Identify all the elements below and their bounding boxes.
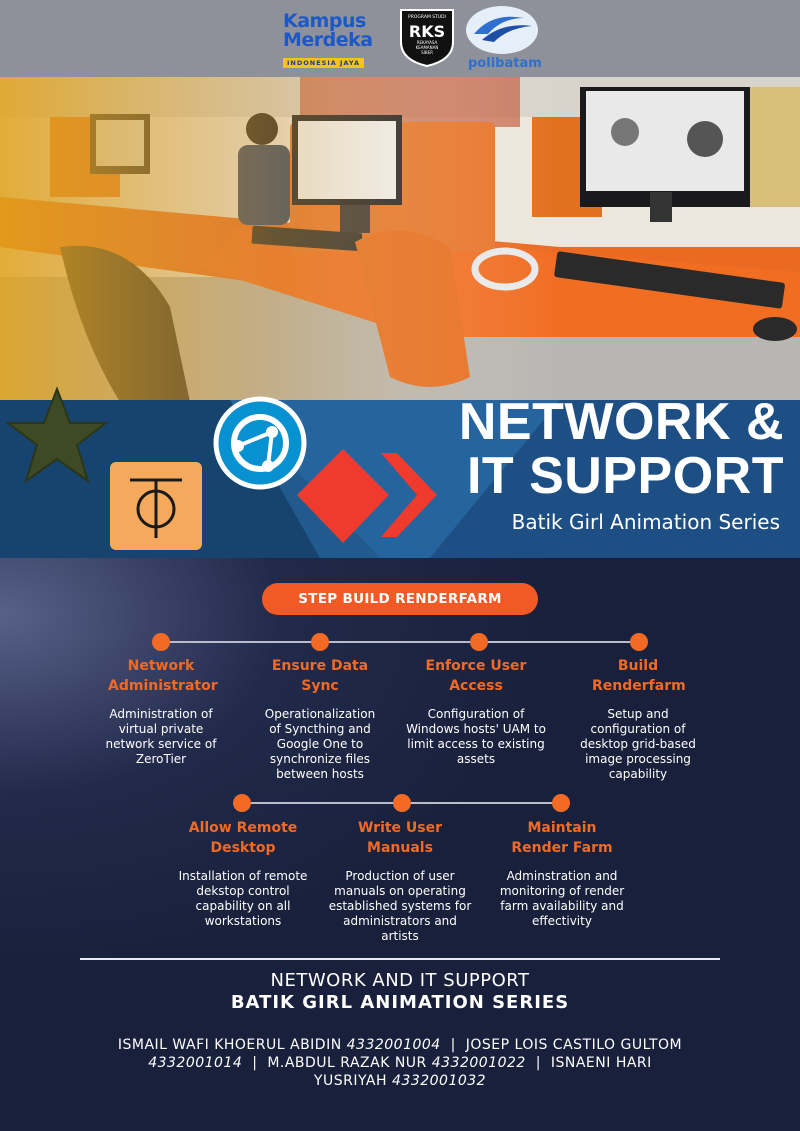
step-maintain-render-farm: Maintain Render Farm Adminstration and m… bbox=[490, 818, 634, 929]
computer-lab-photo bbox=[0, 77, 800, 402]
batam-text: batam bbox=[495, 56, 542, 71]
footer-divider bbox=[80, 958, 720, 960]
footer-series-name: BATIK GIRL ANIMATION SERIES bbox=[230, 992, 570, 1013]
timeline-row1-line bbox=[161, 641, 639, 643]
polibatam-logo: polibatam bbox=[462, 4, 547, 74]
step-enforce-user-access: Enforce User Access Configuration of Win… bbox=[403, 656, 549, 767]
polibatam-emblem-icon bbox=[466, 6, 538, 54]
step-title: Enforce User Access bbox=[425, 658, 527, 694]
rks-program-text: PROGRAM STUDI bbox=[408, 14, 446, 20]
footer-title: NETWORK AND IT SUPPORT bbox=[270, 970, 530, 991]
poster-title: NETWORK & IT SUPPORT bbox=[444, 395, 784, 503]
author-separator: | bbox=[535, 1055, 541, 1071]
step-title: Network Administrator bbox=[108, 658, 218, 694]
author-id: 4332001014 bbox=[148, 1055, 243, 1071]
author-separator: | bbox=[252, 1055, 258, 1071]
step-title: Allow Remote Desktop bbox=[188, 820, 298, 856]
phi-icon bbox=[110, 462, 202, 550]
step-title: Write User Manuals bbox=[357, 820, 443, 856]
step-desc: Setup and configuration of desktop grid-… bbox=[580, 707, 696, 781]
anydesk-icon bbox=[297, 449, 437, 543]
timeline-dot bbox=[233, 794, 251, 812]
author-name: ISMAIL WAFI KHOERUL ABIDIN bbox=[117, 1037, 342, 1053]
timeline-dot bbox=[393, 794, 411, 812]
author-name: JOSEP LOIS CASTILO GULTOM bbox=[465, 1037, 683, 1053]
step-build-renderfarm-pill: STEP BUILD RENDERFARM bbox=[262, 583, 538, 615]
author-id: 4332001032 bbox=[392, 1073, 487, 1089]
kampus-logo-line2: Merdeka bbox=[283, 29, 373, 51]
rks-line2-text: KEAMANAN bbox=[416, 45, 439, 50]
step-allow-remote-desktop: Allow Remote Desktop Installation of rem… bbox=[172, 818, 314, 929]
timeline-dot bbox=[152, 633, 170, 651]
step-desc: Operationalization of Syncthing and Goog… bbox=[264, 707, 376, 781]
timeline-dot bbox=[630, 633, 648, 651]
step-title: Maintain Render Farm bbox=[511, 820, 613, 856]
step-desc: Administration of virtual private networ… bbox=[105, 707, 217, 766]
kampus-logo-tagline: INDONESIA JAYA bbox=[283, 58, 364, 68]
author-separator: | bbox=[450, 1037, 456, 1053]
steps-section-background bbox=[0, 558, 800, 1131]
timeline-dot bbox=[552, 794, 570, 812]
author-name: M.ABDUL RAZAK NUR bbox=[267, 1055, 427, 1071]
rks-line1-text: REKAYASA bbox=[417, 40, 438, 45]
star-icon bbox=[5, 386, 109, 484]
syncthing-icon bbox=[213, 396, 307, 490]
step-desc: Configuration of Windows hosts' UAM to l… bbox=[406, 707, 546, 766]
step-network-administrator: Network Administrator Administration of … bbox=[96, 656, 226, 767]
author-id: 4332001022 bbox=[431, 1055, 526, 1071]
step-title: Build Renderfarm bbox=[592, 658, 686, 694]
step-desc: Production of user manuals on operating … bbox=[328, 869, 472, 943]
timeline-dot bbox=[311, 633, 329, 651]
poli-text: poli bbox=[468, 56, 496, 71]
step-write-user-manuals: Write User Manuals Production of user ma… bbox=[324, 818, 476, 944]
authors-list: ISMAIL WAFI KHOERUL ABIDIN 4332001004 | … bbox=[110, 1036, 690, 1090]
step-desc: Adminstration and monitoring of render f… bbox=[499, 869, 625, 928]
rks-abbrev-text: RKS bbox=[409, 22, 445, 41]
title-line-2: IT SUPPORT bbox=[466, 447, 784, 505]
step-desc: Installation of remote dekstop control c… bbox=[178, 869, 308, 928]
polibatam-wordmark: polibatam bbox=[468, 56, 542, 71]
poster-subtitle: Batik Girl Animation Series bbox=[511, 510, 780, 534]
rks-line3-text: SIBER bbox=[421, 50, 433, 55]
rks-shield-logo: PROGRAM STUDI RKS REKAYASA KEAMANAN SIBE… bbox=[400, 9, 454, 68]
step-title: Ensure Data Sync bbox=[271, 658, 369, 694]
step-ensure-data-sync: Ensure Data Sync Operationalization of S… bbox=[252, 656, 388, 782]
title-line-1: NETWORK & bbox=[458, 393, 784, 451]
step-build-renderfarm: Build Renderfarm Setup and configuration… bbox=[570, 656, 706, 782]
author-id: 4332001004 bbox=[346, 1037, 441, 1053]
timeline-dot bbox=[470, 633, 488, 651]
kampus-merdeka-logo: Kampus Merdeka INDONESIA JAYA bbox=[283, 12, 383, 69]
kampus-logo-line1: Kampus bbox=[283, 10, 366, 32]
author-name: ISNAENI HARI YUSRIYAH bbox=[313, 1055, 652, 1089]
